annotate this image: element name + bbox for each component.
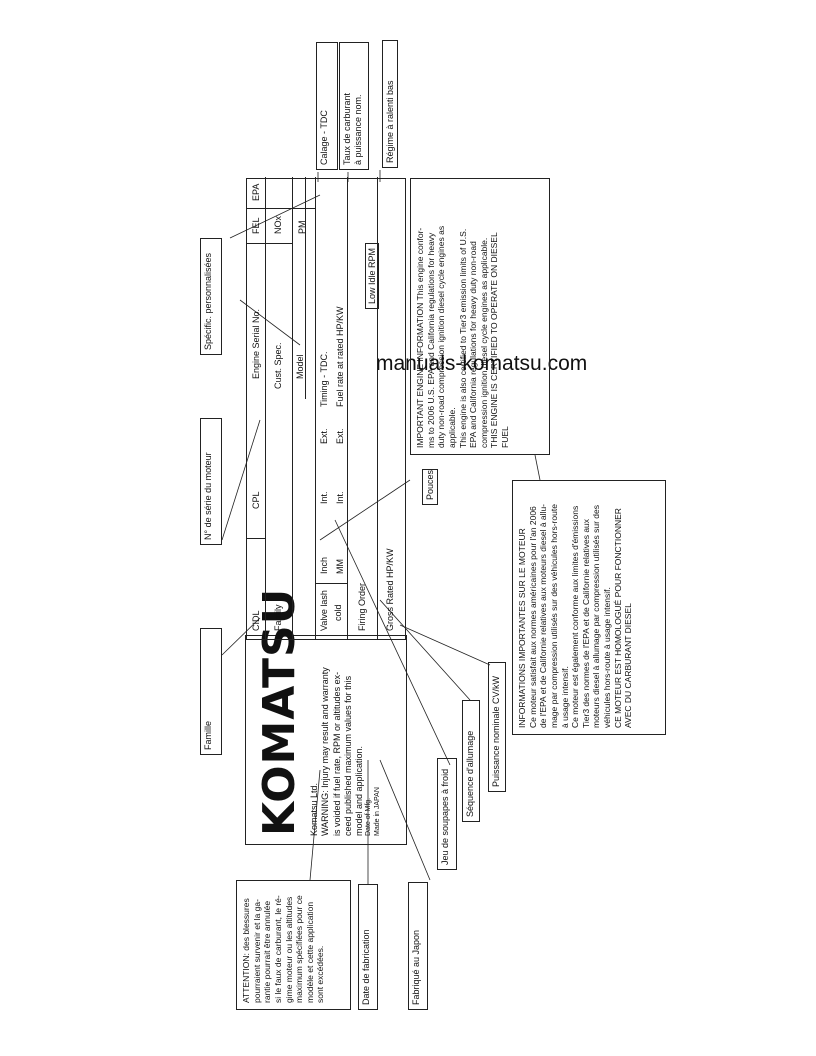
cell-timing: Timing - TDC. [319,351,329,407]
label-pouces: Pouces [422,469,438,505]
cell-valve-lash: Valve lash [319,590,329,631]
info-en-3: duty non-road compression ignition diese… [436,225,447,448]
label-serie-moteur: N° de série du moteur [200,418,222,545]
info-fr-8: moteurs diesel à allumage par compressio… [591,505,602,728]
info-fr-3: de l'EPA et de Californie relatives aux … [538,504,549,728]
info-en-1: IMPORTANT ENGINE INFORMATION This engine… [415,227,425,448]
attention-6: maximum spécifiées pour ce [294,895,305,1003]
cell-int-1: Int. [319,491,329,504]
info-en-9: FUEL [500,426,510,448]
label-puissance-nominale: Puissance nominale CV/kW [488,662,506,792]
cell-inch: Inch [319,556,329,574]
cell-epa: EPA [251,183,261,201]
label-regime-ralenti: Régime à ralenti bas [382,40,398,168]
info-fr-9: véhicules hors-route à usage intensif. [602,587,612,728]
komatsu-logo: KOMATSU [254,587,305,836]
label-famille: Famille [200,628,222,755]
info-fr-7: Tier3 des normes de l'EPA et de Californ… [580,518,591,728]
cell-int-2: Int. [335,491,345,504]
made-in-japan: Made in JAPAN [374,787,381,836]
komatsu-plate: KOMATSU Komatsu Ltd. WARNING: Injury may… [245,587,407,845]
info-fr-10: CE MOTEUR EST HOMOLOGUÉ POUR FONCTIONNER [612,508,623,728]
attention-2: pourraient survenir et la ga- [251,899,262,1003]
cell-cust-spec: Cust. Spec. [273,342,283,389]
taux-line-2: à puissance nom. [353,94,364,165]
cell-nox: NOx [273,216,283,234]
cell-firing-order: Firing Order [357,582,367,631]
warning-line-3: ceed published maximum values for this [342,675,353,836]
attention-3: rantie pourrait être annulée [262,900,273,1003]
cell-cidl: CIDL [251,610,261,631]
info-en-6: EPA and California regulations for heavy… [468,241,479,448]
label-sequence-allumage: Séquence d'allumage [462,700,480,822]
attention-7: modèle et cette application [304,901,315,1003]
attention-5: gime moteur ou les altitudes [283,896,294,1003]
cell-low-idle: Low Idle RPM [365,242,379,309]
info-box-en: IMPORTANT ENGINE INFORMATION This engine… [410,178,550,455]
spec-table: CIDL CPL Engine Serial No. FEL EPA Famil… [246,177,406,640]
attention-4: si le faux de carburant, le ré- [272,895,283,1003]
info-fr-2: Ce moteur satisfait aux normes américain… [527,506,538,728]
label-calage: Calage - TDC [316,42,338,170]
info-fr-4: mage par compression utilisés sur des vé… [548,504,559,728]
date-of-mfg: Date of Mfg. [365,797,373,836]
attention-1: ATTENTION: des blessures [241,898,251,1003]
info-en-5: This engine is also certified to Tier3 e… [457,228,468,448]
info-fr-6: Ce moteur est également conforme aux lim… [570,505,581,728]
warning-line-1: WARNING: Injury may result and warranty [320,667,331,836]
company-name: Komatsu Ltd. [309,782,319,836]
attention-8: sont excédées. [315,945,326,1003]
info-en-2: ms to 2006 U.S. EPA and California regul… [425,232,436,448]
cell-ext-1: Ext. [319,428,329,444]
info-en-8: THIS ENGINE IS CERTIFIED TO OPERATE ON D… [489,232,500,448]
warning-line-4: model and application. [354,745,364,836]
label-fabrique-japon: Fabriqué au Japon [408,882,428,1010]
info-en-4: applicable. [446,407,457,448]
info-fr-5: à usage intensif. [559,666,570,728]
label-taux-carburant: Taux de carburant à puissance nom. [339,42,369,170]
warning-line-2: is voided if fuel rate, RPM or altitudes… [331,671,342,836]
cell-gross-rated: Gross Rated HP/KW [385,548,395,631]
cell-pm: PM [297,220,307,235]
attention-box-fr: ATTENTION: des blessures pourraient surv… [236,880,351,1010]
cell-cpl: CPL [251,491,261,509]
cell-model: Model [295,354,305,379]
label-date-fabrication: Date de fabrication [358,884,378,1010]
label-jeu-soupapes: Jeu de soupapes à froid [437,758,457,870]
cell-mm: MM [335,559,345,574]
label-specific-personnalisees: Spécific. personnalisées [200,238,222,355]
cell-engine-serial: Engine Serial No. [251,308,261,379]
cell-ext-2: Ext. [335,428,345,444]
info-box-fr: INFORMATIONS IMPORTANTES SUR LE MOTEUR C… [512,480,666,735]
cell-fuel-rate: Fuel rate at rated HP/KW [335,306,345,407]
cell-family: Family [273,604,283,632]
cell-cold: cold [333,604,343,621]
cell-fel: FEL [251,217,261,234]
watermark: manuals-komatsu.com [376,352,588,375]
info-fr-1: INFORMATIONS IMPORTANTES SUR LE MOTEUR [517,528,527,728]
taux-line-1: Taux de carburant [342,92,352,165]
info-en-7: compression ignition diesel cycle engine… [478,237,489,448]
info-fr-11: AVEC DU CARBURANT DIESEL [623,603,634,728]
